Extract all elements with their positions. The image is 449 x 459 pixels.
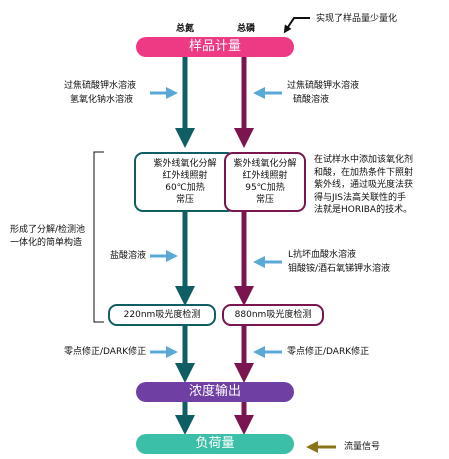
technique-note-line-3: 紫外线，通过吸光度法获	[314, 180, 414, 190]
reagent-right-2b: 钼酸铵/酒石氧锑钾水溶液	[288, 264, 391, 274]
correction-left: 零点修正/DARK修正	[64, 347, 147, 357]
p-decompose-line-3: 95℃加热	[245, 183, 285, 193]
technique-note: 在试样水中添加该氧化剂 和酸，在加热条件下照射 紫外线，通过吸光度法获 得与JI…	[314, 154, 413, 217]
sample-metering-bar: 样品计量	[136, 37, 294, 57]
reagent-left-1b: 氢氧化钠水溶液	[70, 95, 134, 105]
flow-signal-label: 流量信号	[344, 442, 381, 452]
concentration-output-bar: 浓度输出	[136, 382, 294, 402]
correction-right: 零点修正/DARK修正	[287, 347, 370, 357]
reagent-left-1a: 过焦硫酸钾水溶液	[64, 81, 137, 91]
label-total-p: 总磷	[237, 24, 256, 34]
technique-note-line-4: 得与JIS法高关联性的手	[314, 192, 407, 203]
n-decompose-line-3: 60℃加热	[165, 183, 205, 193]
technique-note-line-5: 法就是HORIBA的技术。	[314, 205, 413, 215]
p-measure-box: 880nm吸光度检测	[222, 304, 324, 326]
reagent-right-1b: 硫酸溶液	[293, 95, 330, 105]
n-decompose-line-4: 常压	[175, 195, 194, 205]
reagent-right-1a: 过焦硫酸钾水溶液	[287, 81, 360, 91]
technique-note-line-1: 在试样水中添加该氧化剂	[314, 155, 414, 165]
load-bar: 负荷量	[136, 434, 294, 454]
reagent-right-2a: L抗坏血酸水溶液	[288, 250, 357, 260]
technique-note-line-2: 和酸，在加热条件下照射	[314, 167, 414, 178]
p-decompose-box: 紫外线氧化分解 红外线照射 95℃加热 常压	[224, 152, 306, 212]
note-sample-reduction: 实现了样品量少量化	[316, 14, 398, 24]
note-arrow	[283, 17, 310, 34]
structure-note-line-2: 一体化的简单构造	[10, 238, 83, 248]
label-total-n: 总氮	[176, 24, 195, 34]
structure-note: 形成了分解/检测池 一体化的简单构造	[10, 224, 85, 250]
n-measure-box: 220nm吸光度检测	[108, 304, 216, 326]
p-decompose-line-2: 红外线照射	[242, 171, 288, 181]
structure-note-line-1: 形成了分解/检测池	[10, 225, 86, 235]
p-decompose-line-1: 紫外线氧化分解	[233, 159, 297, 169]
reagent-left-2: 盐酸溶液	[110, 251, 147, 261]
left-bracket	[93, 151, 104, 323]
n-decompose-line-1: 紫外线氧化分解	[153, 159, 217, 169]
reagent-arrows	[150, 87, 336, 453]
p-decompose-line-4: 常压	[255, 195, 274, 205]
n-decompose-line-2: 红外线照射	[162, 171, 208, 181]
n-decompose-box: 紫外线氧化分解 红外线照射 60℃加热 常压	[134, 152, 236, 212]
